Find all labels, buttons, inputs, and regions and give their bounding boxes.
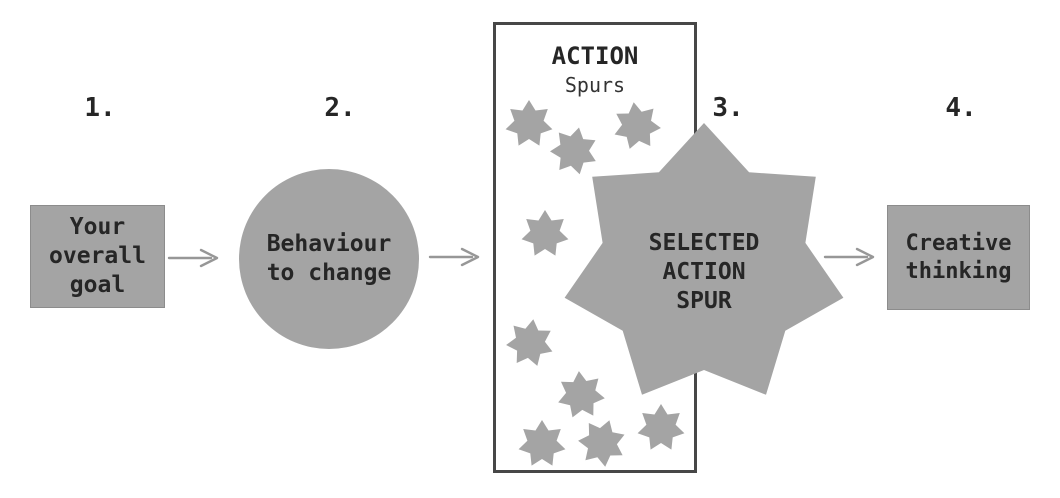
step-number-3: 3. (712, 93, 744, 123)
goal-box: Your overall goal (30, 205, 165, 308)
spurs-panel-subtitle: Spurs (564, 73, 626, 97)
creative-thinking-box: Creative thinking (887, 205, 1030, 310)
step-number-2: 2. (324, 93, 356, 123)
step-number-1: 1. (84, 93, 116, 123)
arrow-icon (823, 247, 875, 267)
selected-spur-label: SELECTED ACTION SPUR (648, 230, 760, 314)
creative-thinking-label: Creative thinking (905, 230, 1012, 284)
step-number-4: 4. (945, 93, 977, 123)
behaviour-label: Behaviour to change (266, 231, 392, 286)
arrow-icon (428, 247, 480, 267)
goal-label: Your overall goal (49, 214, 146, 298)
behaviour-circle: Behaviour to change (239, 169, 419, 349)
arrow-icon (167, 248, 219, 268)
spurs-panel-title: ACTION (551, 42, 639, 70)
